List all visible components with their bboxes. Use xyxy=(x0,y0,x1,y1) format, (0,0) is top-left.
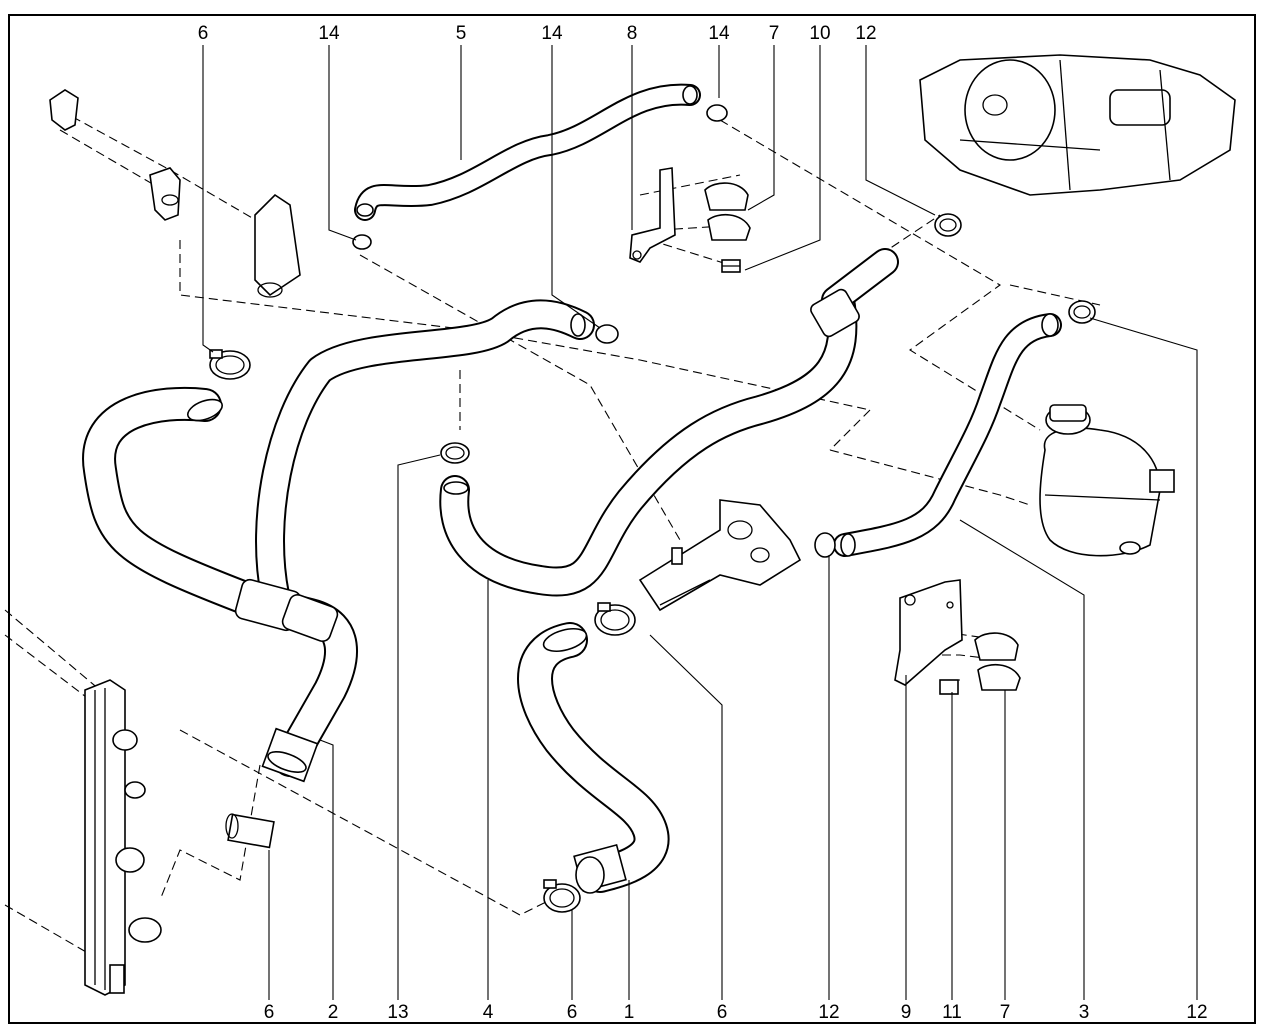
hose-1 xyxy=(517,622,670,893)
callout-7: 7 xyxy=(769,23,780,44)
clamp-13 xyxy=(440,442,470,464)
callout-6: 6 xyxy=(264,1002,275,1023)
clip-7-top xyxy=(704,182,751,241)
clamp-6-top xyxy=(209,349,251,380)
callout-10: 10 xyxy=(809,23,830,44)
hose-connectors xyxy=(187,85,1059,894)
callout-2: 2 xyxy=(328,1002,339,1023)
callout-11: 11 xyxy=(942,1002,962,1023)
clamp-14-right xyxy=(706,104,728,122)
callout-14: 14 xyxy=(318,23,340,44)
callout-9: 9 xyxy=(901,1002,912,1023)
hose-5 xyxy=(354,83,701,221)
clamp-12-mid xyxy=(814,532,836,558)
expansion-tank xyxy=(1039,404,1175,557)
engine-block xyxy=(919,54,1236,196)
bracket-8 xyxy=(629,167,676,263)
clip-7-low xyxy=(974,632,1021,691)
callouts-bottom: 6 2 13 4 6 1 6 12 9 11 7 3 12 xyxy=(264,1002,1208,1023)
radiator xyxy=(84,679,162,996)
hose-4 xyxy=(439,285,858,597)
callout-14: 14 xyxy=(541,23,563,44)
bolt-10 xyxy=(721,259,741,273)
hose-2-branch xyxy=(255,299,595,610)
callout-13: 13 xyxy=(387,1002,408,1023)
clamp-6-mid xyxy=(594,602,636,636)
callout-7: 7 xyxy=(1000,1002,1011,1023)
callout-12: 12 xyxy=(855,23,876,44)
callout-1: 1 xyxy=(624,1002,635,1023)
callout-4: 4 xyxy=(483,1002,494,1023)
callout-5: 5 xyxy=(456,23,467,44)
callouts-top: 6 14 5 14 8 14 7 10 12 xyxy=(198,23,877,44)
callout-8: 8 xyxy=(627,23,638,44)
clamp-14-left xyxy=(352,234,372,250)
callout-14: 14 xyxy=(708,23,730,44)
hose-2 xyxy=(82,386,358,777)
callout-12: 12 xyxy=(1186,1002,1207,1023)
clamp-6-low xyxy=(543,879,581,913)
clamp-12-right xyxy=(1068,300,1096,324)
clamp-12-top xyxy=(934,213,962,237)
sleeve-6 xyxy=(225,813,275,849)
callout-3: 3 xyxy=(1079,1002,1090,1023)
hose-3 xyxy=(833,313,1062,557)
callout-12: 12 xyxy=(818,1002,839,1023)
clamp-14-mid xyxy=(595,324,619,344)
callout-6: 6 xyxy=(717,1002,728,1023)
bolt-11 xyxy=(939,679,959,695)
leader-lines xyxy=(202,45,1198,1000)
callout-6: 6 xyxy=(567,1002,578,1023)
callout-6: 6 xyxy=(198,23,209,44)
diagram-frame xyxy=(8,14,1256,1024)
water-outlet-housing xyxy=(638,499,802,612)
bracket-9 xyxy=(894,579,963,686)
heater-pipe xyxy=(49,89,301,298)
